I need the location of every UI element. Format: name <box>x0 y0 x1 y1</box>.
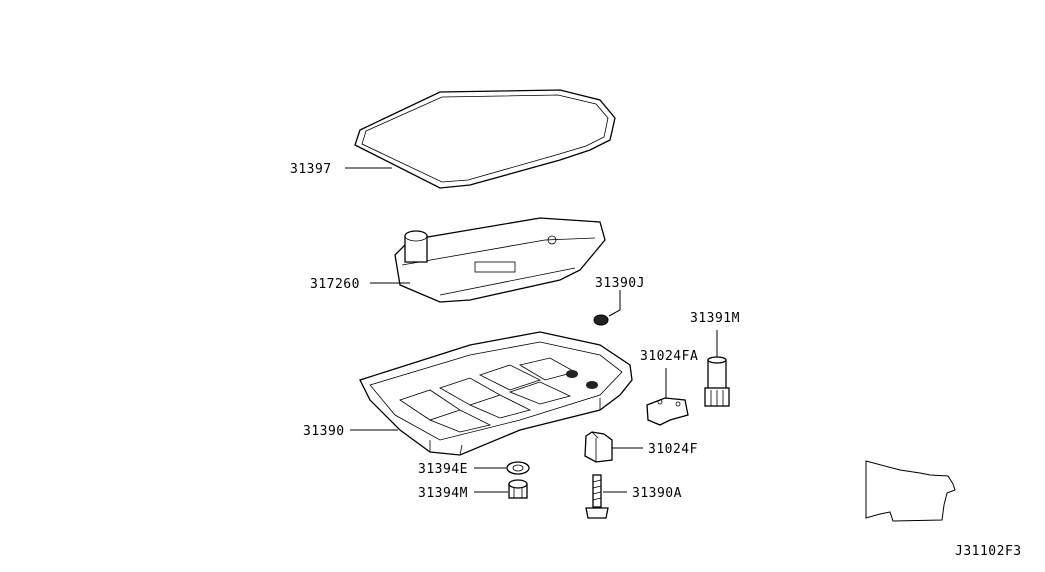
label-31394e[interactable]: 31394E <box>418 462 468 477</box>
transmission-locator-icon <box>865 460 956 522</box>
sleeve-31391m[interactable] <box>704 356 730 407</box>
label-31390[interactable]: 31390 <box>303 424 345 439</box>
strainer-317260[interactable] <box>394 217 606 303</box>
oil-pan-31390[interactable] <box>359 331 633 456</box>
drain-plug-31394m[interactable] <box>508 479 528 499</box>
label-31024fa[interactable]: 31024FA <box>640 349 698 364</box>
label-31390a[interactable]: 31390A <box>632 486 682 501</box>
label-31397[interactable]: 31397 <box>290 162 332 177</box>
label-31394m[interactable]: 31394M <box>418 486 468 501</box>
label-31390j[interactable]: 31390J <box>595 276 645 291</box>
leader-31390j <box>608 290 621 317</box>
clip-31024fa[interactable] <box>646 397 689 426</box>
label-31024f[interactable]: 31024F <box>648 442 698 457</box>
label-31391m[interactable]: 31391M <box>690 311 740 326</box>
clip-31024f[interactable] <box>584 431 613 463</box>
gasket-31397[interactable] <box>354 89 616 189</box>
diagram-code: J31102F3 <box>955 544 1022 559</box>
washer-31394e[interactable] <box>506 461 530 475</box>
bolt-31390a[interactable] <box>585 474 609 519</box>
magnet-31390j[interactable] <box>593 314 609 326</box>
label-317260[interactable]: 317260 <box>310 277 360 292</box>
